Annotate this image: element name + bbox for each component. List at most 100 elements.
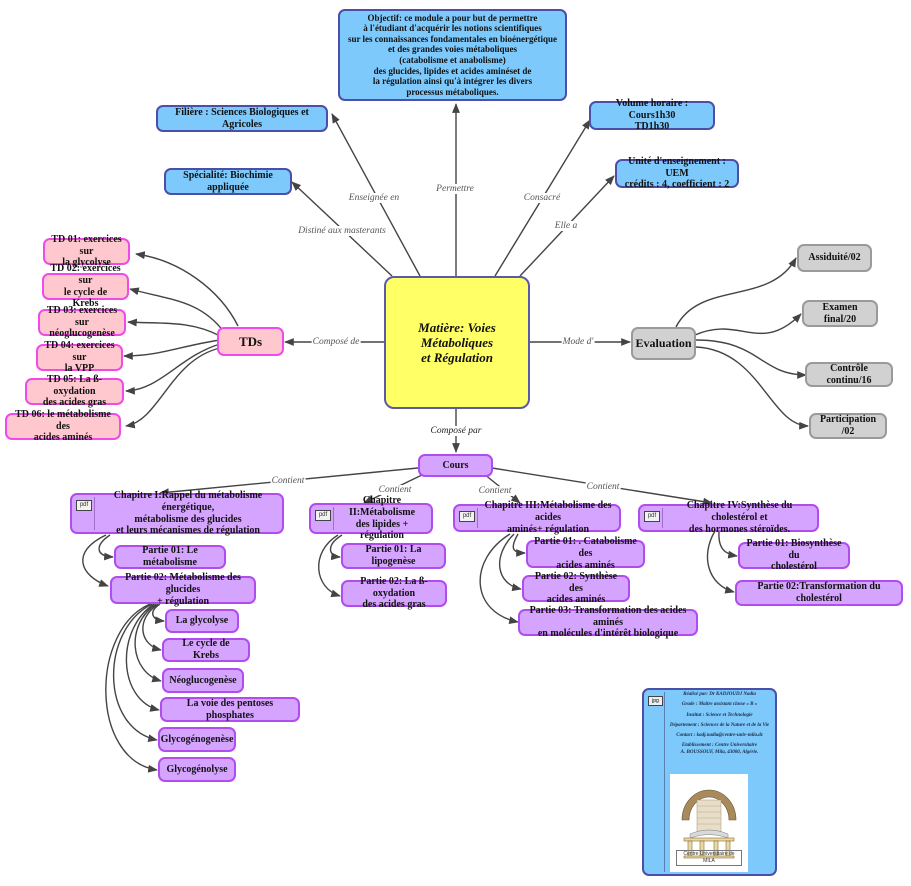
link-label-contient-ch2: Contient (377, 485, 413, 495)
link-label-permettre: Permettre (435, 184, 475, 194)
link-label-compose-de: Composé de (311, 337, 361, 347)
chapter-2-node[interactable]: pdf Chapitre II:Métabolisme des lipides … (309, 495, 433, 541)
link-label-contient-ch1: Contient (270, 476, 306, 486)
link-ch4-p2 (706, 530, 735, 594)
link-sub1 (152, 603, 165, 625)
central-topic[interactable]: Matière: Voies Métaboliques et Régulatio… (384, 276, 530, 409)
td-item-01[interactable]: TD 01: exercices sur la glycolyse (43, 234, 130, 268)
subpart-neoglucogenese[interactable]: Néoglucogenèse (162, 668, 244, 693)
chapter-2-part-02[interactable]: Partie 02: La ß-oxydation des acides gra… (341, 576, 447, 610)
chapter-4-node[interactable]: pdf Chapitre IV:Synthèse du cholestérol … (638, 500, 819, 535)
link-ch4-p1 (718, 530, 738, 559)
pdf-attachment-icon[interactable]: pdf (76, 500, 92, 511)
logo-caption: Centre Universitaire de MILA (676, 850, 742, 866)
link-sub2 (142, 603, 162, 652)
divider (333, 507, 334, 530)
link-ch2-p1 (329, 534, 343, 561)
university-logo-icon (681, 789, 737, 859)
chapter-4-part-02[interactable]: Partie 02:Transformation du cholestérol (735, 580, 903, 606)
credit-contact: Contact : kadj.nadia@centre-univ-mila.dz (676, 733, 763, 738)
link-td06 (125, 347, 221, 429)
td-item-02[interactable]: TD 02: exercices sur le cycle de Krebs (42, 263, 129, 309)
link-td05 (125, 343, 221, 395)
volume-horaire-node[interactable]: Volume horaire : Cours1h30 TD1h30 (589, 98, 715, 132)
td-item-06[interactable]: TD 06: le métabolisme des acides aminés (5, 409, 121, 443)
chapter-2-part-01[interactable]: Partie 01: La lipogenèse (341, 543, 446, 569)
td-item-04[interactable]: TD 04: exercices sur la VPP (36, 340, 123, 374)
link-controle (695, 339, 807, 379)
link-sub6 (105, 603, 158, 773)
pdf-attachment-icon[interactable]: pdf (315, 510, 331, 521)
chapter-3-part-01[interactable]: Partie 01: . Catabolisme des acides amin… (526, 536, 645, 571)
subpart-pentoses[interactable]: La voie des pentoses phosphates (160, 697, 300, 722)
link-ch1-p1 (98, 534, 114, 561)
tds-node[interactable]: TDs (217, 327, 284, 356)
divider (94, 497, 95, 530)
university-logo: Centre Universitaire de MILA (670, 774, 748, 872)
link-td02 (129, 287, 225, 333)
chapter-1-node[interactable]: pdf Chapitre I:Rappel du métabolisme éne… (70, 489, 284, 537)
link-label-contient-ch3: Contient (477, 486, 513, 496)
unite-enseignement-node[interactable]: Unité d'enseignement : UEM crédits : 4, … (615, 156, 739, 190)
divider (477, 508, 478, 528)
pdf-attachment-icon[interactable]: pdf (644, 511, 660, 522)
pdf-attachment-icon[interactable]: pdf (459, 511, 475, 522)
link-ch3-p1 (512, 533, 526, 557)
link-label-contient-ch4: Contient (585, 482, 621, 492)
link-sub5 (112, 603, 158, 743)
link-label-elle-a: Elle a (553, 221, 579, 231)
eval-item-examen-final[interactable]: Examen final/20 (802, 300, 878, 327)
credit-departement: Département : Sciences de la Nature et d… (669, 722, 770, 728)
divider (664, 692, 665, 872)
filiere-node[interactable]: Filière : Sciences Biologiques et Agrico… (156, 105, 328, 132)
cours-node[interactable]: Cours (418, 454, 493, 477)
chapter-1-part-02[interactable]: Partie 02: Métabolisme des glucides + ré… (110, 572, 256, 607)
chapter-4-part-01[interactable]: Partie 01: Biosynthèse du cholestérol (738, 538, 850, 572)
link-sub4 (125, 603, 160, 712)
eval-item-assiduite[interactable]: Assiduité/02 (797, 244, 872, 272)
credit-grade: Grade : Maître assistant classe « B » (681, 702, 758, 708)
link-label-distine: Distiné aux masterants (297, 226, 387, 236)
chapter-3-part-02[interactable]: Partie 02: Synthèse des acides aminés (522, 571, 630, 605)
evaluation-node[interactable]: Evaluation (631, 327, 696, 360)
link-ch3-p3 (479, 533, 519, 625)
credit-institut: Institut : Science et Technologie (686, 712, 753, 718)
chapter-4-title: Chapitre IV:Synthèse du cholestérol et d… (686, 500, 793, 535)
link-participation (695, 346, 809, 430)
link-td04 (123, 339, 221, 360)
specialite-node[interactable]: Spécialité: Biochimie appliquée (164, 168, 292, 195)
link-sub3 (134, 603, 162, 683)
credits-text: Réalisé par: Dr KADJOUDJ Nadia Grade : M… (666, 692, 773, 760)
eval-item-controle-continu[interactable]: Contrôle continu/16 (805, 362, 893, 387)
link-label-compose-par: Composé par (429, 426, 483, 436)
chapter-3-node[interactable]: pdf Chapitre III:Métabolisme des acides … (453, 500, 621, 535)
link-examen (694, 313, 802, 336)
link-ch1-p2 (82, 534, 109, 587)
link-label-mode-d: Mode d' (561, 337, 595, 347)
chapter-1-title: Chapitre I:Rappel du métabolisme énergét… (113, 489, 263, 537)
eval-item-participation[interactable]: Participation /02 (809, 413, 887, 439)
subpart-glycolyse[interactable]: La glycolyse (165, 609, 239, 633)
jpg-attachment-icon[interactable]: jpg (648, 696, 663, 706)
td-item-05[interactable]: TD 05: La ß-oxydation des acides gras (25, 374, 124, 408)
divider (662, 508, 663, 528)
objectif-node[interactable]: Objectif: ce module a pour but de permet… (338, 9, 567, 101)
td-item-03[interactable]: TD 03: exercices sur néoglucogenèse (38, 305, 126, 339)
chapter-2-title: Chapitre II:Métabolisme des lipides + ré… (348, 494, 416, 542)
chapter-3-part-03[interactable]: Partie 03: Transformation des acides ami… (518, 605, 698, 639)
link-td03 (127, 318, 221, 337)
subpart-glycogenogenese[interactable]: Glycogénogenèse (158, 727, 236, 752)
link-label-enseignee: Enseignée en (347, 193, 401, 203)
credit-author: Réalisé par: Dr KADJOUDJ Nadia (683, 692, 756, 697)
subpart-krebs[interactable]: Le cycle de Krebs (162, 638, 250, 662)
link-td01 (135, 251, 239, 327)
subpart-glycogenolyse[interactable]: Glycogénolyse (158, 757, 236, 782)
link-label-consacre: Consacré (522, 193, 562, 203)
link-ch2-p2 (318, 534, 341, 598)
chapter-1-part-01[interactable]: Partie 01: Le métabolisme (114, 545, 226, 569)
credit-etablissement: Etablissement : Centre Universitaire A. … (680, 743, 759, 755)
author-credits-card[interactable]: jpg Réalisé par: Dr KADJOUDJ Nadia Grade… (642, 688, 777, 876)
link-ch3-p2 (499, 533, 522, 592)
